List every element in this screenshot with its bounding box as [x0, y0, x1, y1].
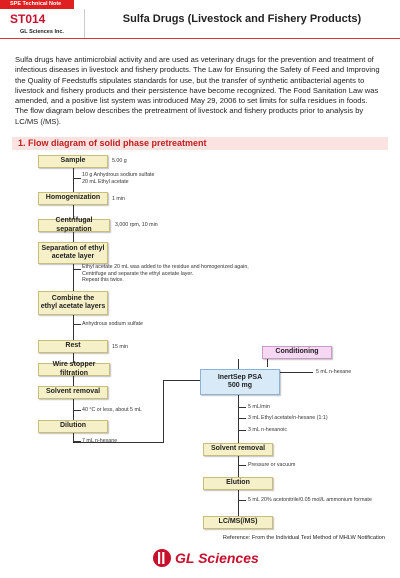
psa-line-1: InertSep PSA [217, 373, 263, 381]
conditioning-note: 5 mL n-hexane [316, 369, 352, 375]
section-heading-bar [12, 137, 388, 150]
dilution-note: 7 mL n-hexane [82, 438, 118, 444]
tick-1 [73, 178, 81, 179]
centrifugal-note: 3,000 rpm, 10 min [115, 222, 158, 228]
tick-4 [73, 410, 81, 411]
logo-text: GL Sciences [175, 550, 259, 566]
document-code: ST014 [10, 12, 46, 26]
psa-note-hexanoic: 3 mL n-hexanoic [248, 427, 287, 433]
psa-line-2: 500 mg [227, 382, 253, 389]
page-title: Sulfa Drugs (Livestock and Fishery Produ… [122, 13, 362, 25]
separation-note-line-1: Ethyl acetate 20 mL was added to the res… [82, 264, 249, 270]
logo-mark-icon: GL Sciences [153, 549, 259, 567]
step-separation-layer: Separation of ethyl acetate layer [38, 242, 108, 264]
intro-paragraph-2: The flow diagram below describes the pre… [15, 106, 364, 126]
step-elution: Elution [203, 477, 273, 490]
sulfate-note-line-1: 10 g Anhydrous sodium sulfate [82, 172, 155, 178]
reference-note: Reference: From the Individual Test Meth… [222, 535, 385, 541]
solvent-removal-note: 40 °C or less, about 5 mL [82, 407, 142, 413]
step-solvent-removal-2: Solvent removal [203, 443, 273, 456]
intro-text: Sulfa drugs have antimicrobial activity … [15, 55, 388, 127]
note-type-tag: SPE Technical Note [0, 0, 74, 9]
sample-note: 5.00 g [112, 158, 127, 164]
cond-down-line [267, 359, 268, 367]
step-wire-filtration: Wire stopper filtration [38, 361, 110, 377]
step-lcms: LC/MS(/MS) [203, 516, 273, 529]
company-name: GL Sciences Inc. [20, 29, 64, 35]
combine-line-1: Combine the [51, 294, 95, 302]
step-rest: Rest [38, 340, 108, 353]
header-divider [84, 9, 85, 38]
combine-line-2: ethyl acetate layers [40, 303, 106, 310]
step-dilution: Dilution [38, 420, 108, 433]
step-sample: Sample [38, 155, 108, 168]
step-inertsep-psa: InertSep PSA 500 mg [200, 369, 280, 395]
separation-note-line-2: Centrifuge and separate the ethyl acetat… [82, 270, 194, 277]
psa-note-wash: 3 mL Ethyl acetate/n-hexane (1:1) [248, 415, 328, 421]
psa-note-flow: 5 mL/min [248, 404, 270, 410]
connector-vertical [163, 380, 164, 443]
separation-line-2: acetate layer [51, 253, 95, 260]
separation-note: Ethyl acetate 20 mL was added to the res… [82, 264, 249, 284]
tick-6 [238, 407, 246, 408]
header-rule [0, 38, 400, 39]
separation-line-1: Separation of ethyl [41, 244, 105, 252]
rest-note: 15 min [112, 344, 128, 350]
tick-8 [238, 430, 246, 431]
tick-5 [73, 441, 81, 442]
step-centrifugal-separation: Centrifugal separation [38, 217, 110, 233]
solvent-removal-2-note: Pressure or vacuum [248, 462, 296, 468]
section-heading: 1. Flow diagram of solid phase pretreatm… [18, 138, 207, 148]
step-conditioning: Conditioning [262, 346, 332, 359]
dilution-down-line [73, 434, 74, 442]
tick-9 [238, 465, 246, 466]
step-homogenization: Homogenization [38, 192, 108, 205]
dilution-to-psa-line [73, 442, 163, 443]
tick-3 [73, 324, 81, 325]
tick-7 [238, 418, 246, 419]
homogenization-note: 1 min [112, 196, 125, 202]
right-flow-line [238, 359, 239, 523]
connector-to-psa [163, 380, 200, 381]
intro-paragraph-1: Sulfa drugs have antimicrobial activity … [15, 55, 380, 106]
sulfate-note-line-2: 20 mL Ethyl acetate [82, 178, 129, 185]
tick-10 [238, 500, 246, 501]
step-combine-layers: Combine the ethyl acetate layers [38, 291, 108, 315]
combine-note: Anhydrous sodium sulfate [82, 321, 143, 327]
separation-note-line-3: Repeat this twice. [82, 277, 124, 284]
sulfate-note: 10 g Anhydrous sodium sulfate 20 mL Ethy… [82, 172, 154, 185]
tick-2 [73, 269, 81, 270]
elution-note: 5 mL 20% acetonitrile/0.05 mol/L ammoniu… [248, 497, 372, 503]
tick-cond [267, 372, 313, 373]
gl-sciences-logo: GL Sciences [152, 548, 264, 568]
step-solvent-removal: Solvent removal [38, 386, 108, 399]
